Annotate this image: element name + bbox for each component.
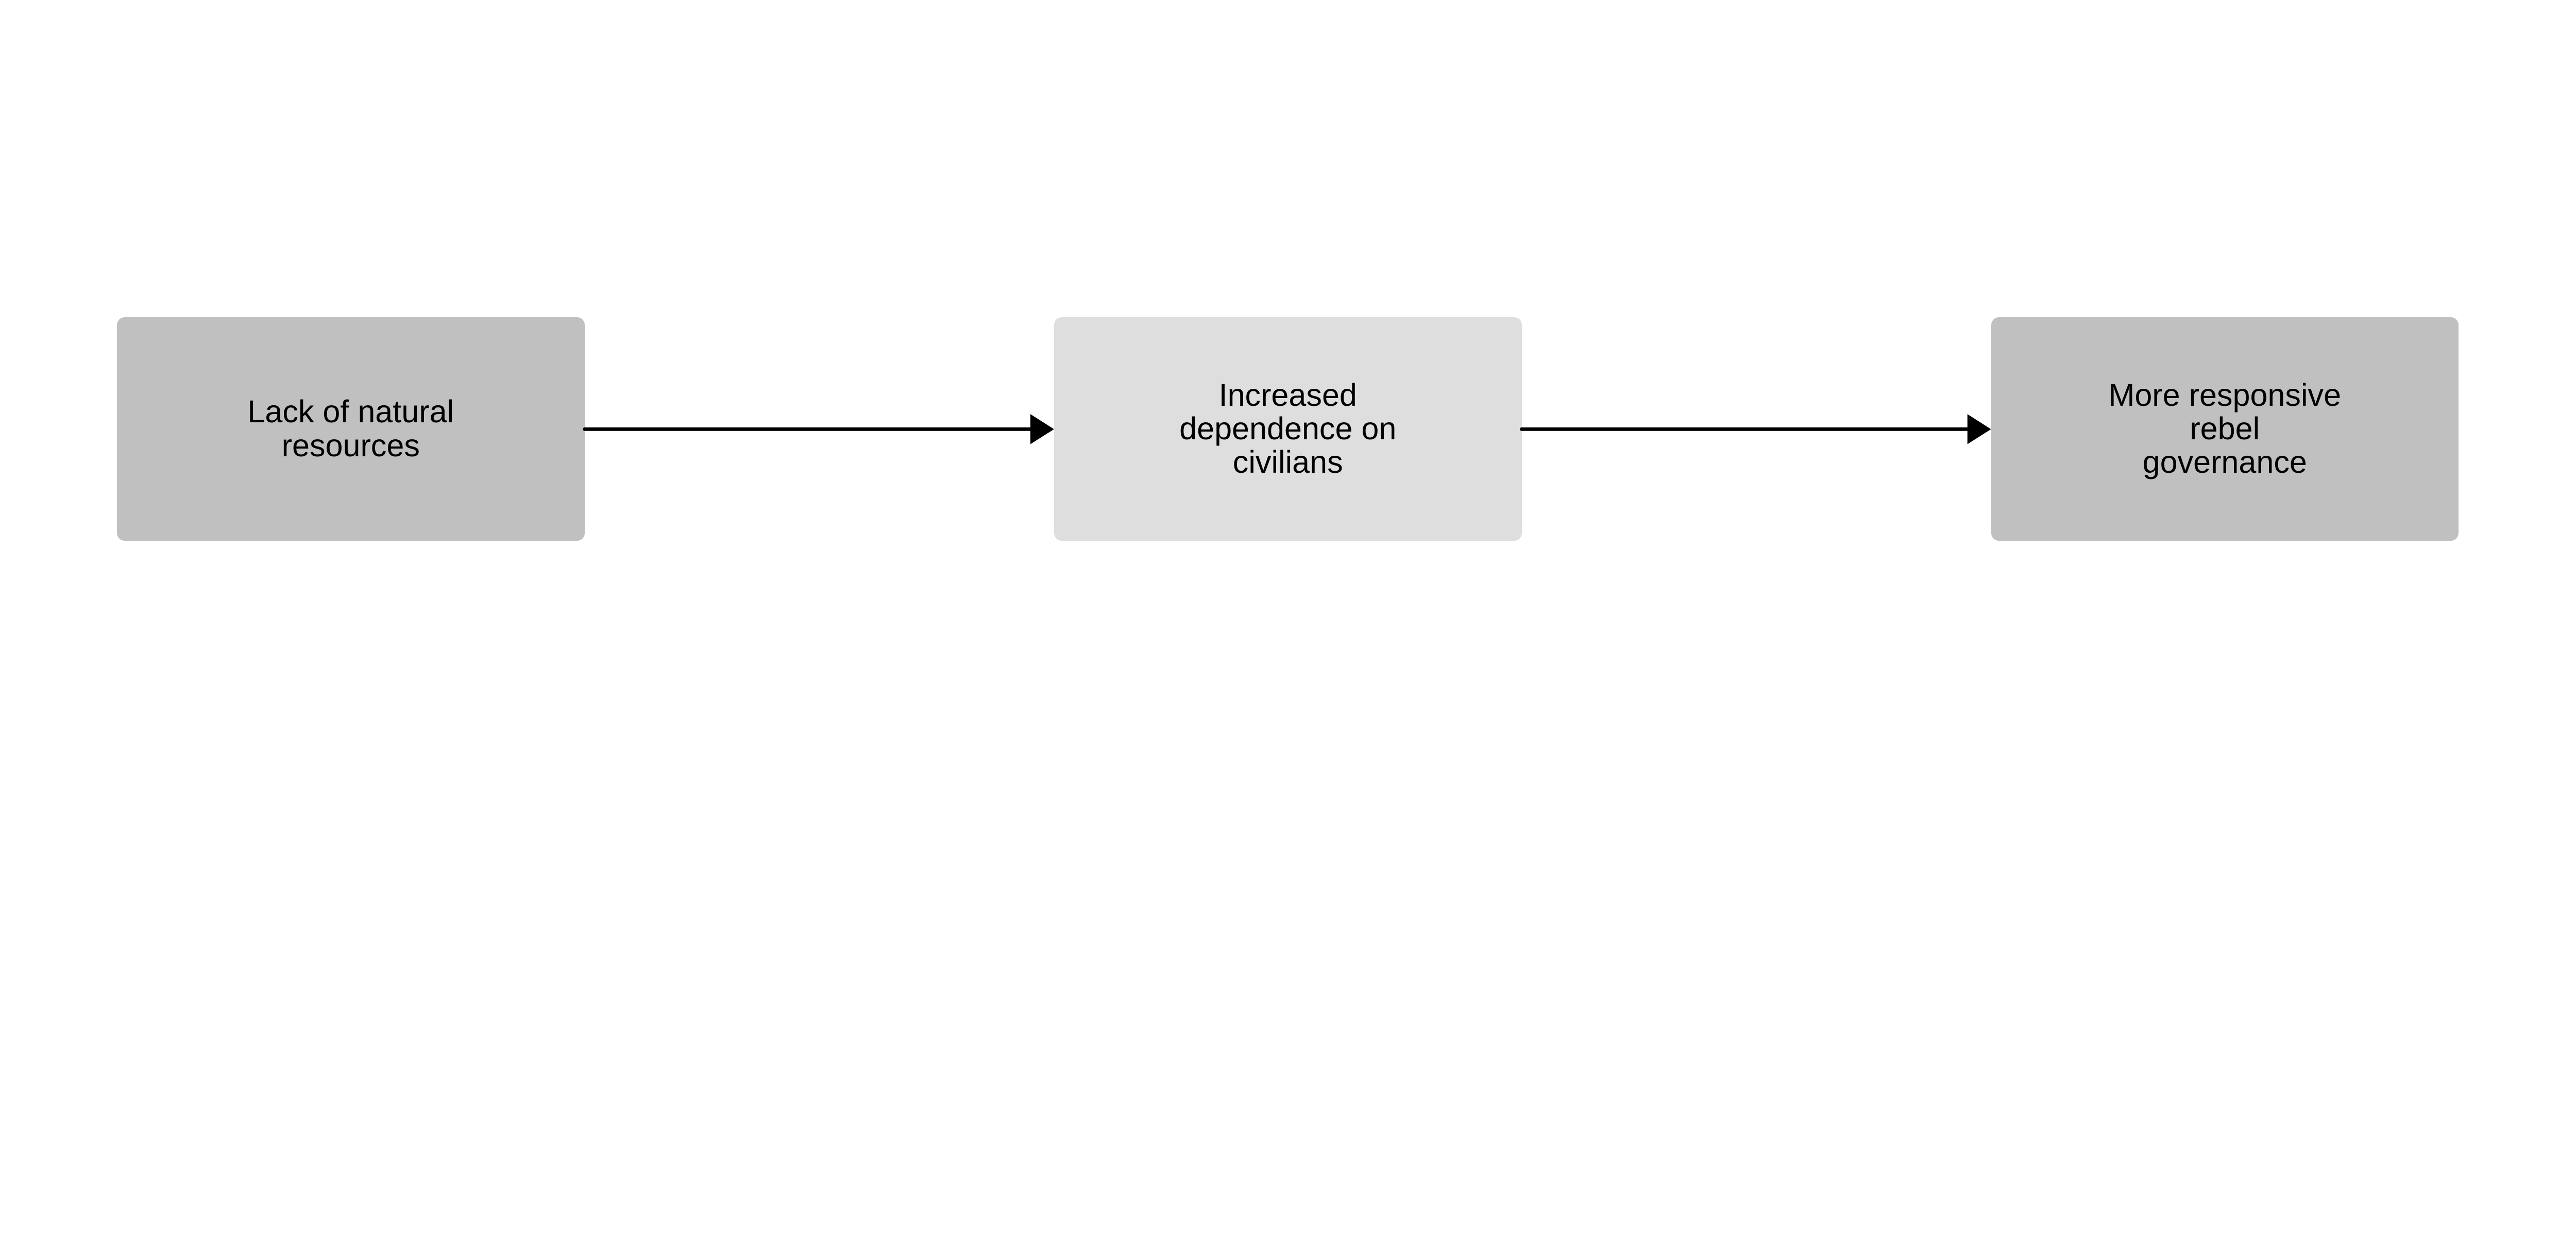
node-label: Lack of natural resources: [247, 394, 454, 463]
node-more-responsive-rebel-governance: More responsive rebel governance: [1991, 317, 2459, 541]
node-lack-of-natural-resources: Lack of natural resources: [117, 317, 585, 541]
edge-1: [583, 414, 1054, 444]
arrowhead-icon: [1967, 414, 1991, 444]
node-label: More responsive rebel governance: [2108, 377, 2342, 480]
edges-layer: [583, 414, 1991, 444]
arrowhead-icon: [1030, 414, 1054, 444]
edge-2: [1519, 414, 1991, 444]
node-increased-dependence-on-civilians: Increased dependence on civilians: [1054, 317, 1522, 541]
node-label: Increased dependence on civilians: [1179, 377, 1397, 480]
